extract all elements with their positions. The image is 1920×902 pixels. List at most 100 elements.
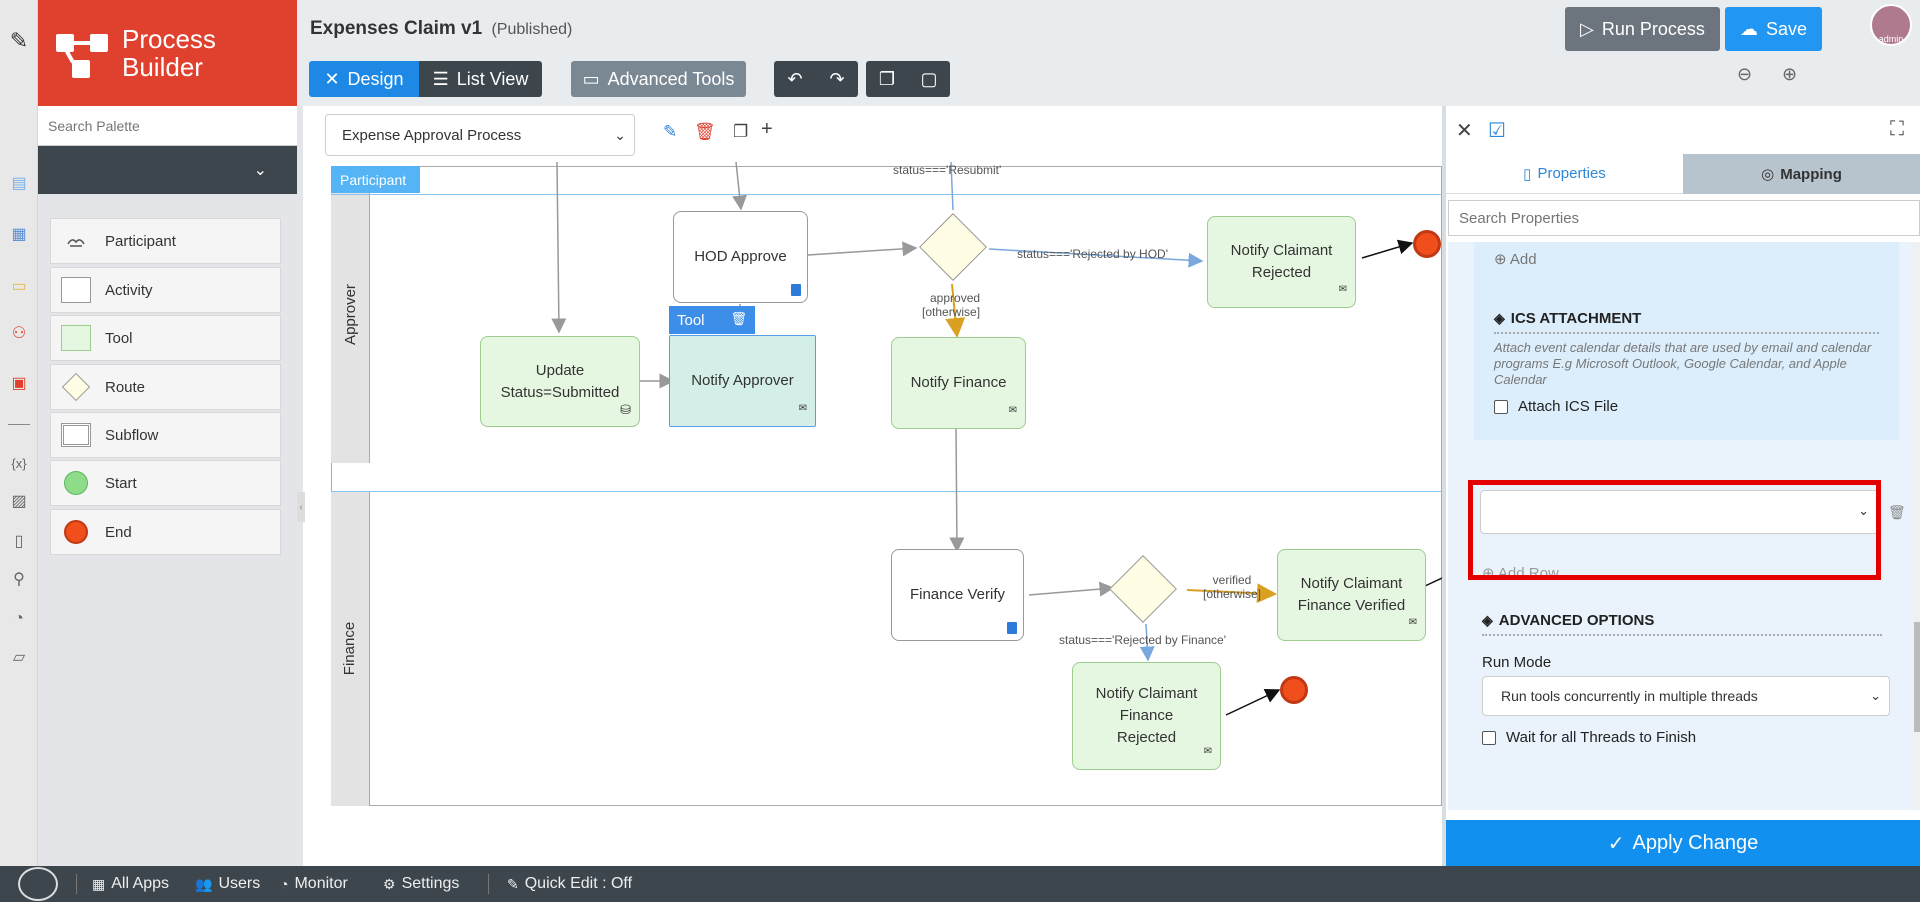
- delete-process-icon[interactable]: 🗑: [694, 122, 716, 141]
- quick-edit-toggle[interactable]: ✎Quick Edit : Off: [507, 875, 632, 893]
- wait-threads-checkbox-row[interactable]: Wait for all Threads to Finish: [1482, 729, 1696, 746]
- settings-link[interactable]: ⚙Settings: [383, 875, 459, 893]
- search-properties-input[interactable]: [1448, 200, 1920, 236]
- advanced-tools-button[interactable]: ▭ Advanced Tools: [571, 61, 746, 97]
- mapping-select[interactable]: ⌄: [1480, 490, 1878, 534]
- attach-ics-label: Attach ICS File: [1518, 398, 1619, 415]
- tab-mapping[interactable]: ◎ Mapping: [1683, 154, 1920, 194]
- userview-icon[interactable]: ▭: [11, 278, 27, 295]
- panel-scrollbar[interactable]: [1914, 242, 1920, 810]
- flow-to-end-1[interactable]: [1361, 239, 1414, 259]
- palette-search-input[interactable]: [38, 106, 297, 146]
- design-view-button[interactable]: ✕ Design: [309, 61, 419, 97]
- fullscreen-icon[interactable]: ⛶: [1890, 118, 1904, 140]
- apply-change-button[interactable]: ✓ Apply Change: [1446, 820, 1920, 866]
- attach-ics-checkbox[interactable]: [1494, 399, 1508, 414]
- users-link[interactable]: 👥Users: [195, 875, 260, 893]
- participant-pool[interactable]: [331, 166, 1442, 806]
- monitor-link[interactable]: ◔Monitor: [280, 875, 348, 893]
- paste-icon: ▢: [920, 68, 938, 89]
- plugin-icon[interactable]: ⚲: [13, 571, 25, 588]
- activity-finance-verify[interactable]: Finance Verify: [891, 549, 1024, 641]
- palette-item-end[interactable]: End: [50, 509, 281, 555]
- run-mode-select[interactable]: Run tools concurrently in multiple threa…: [1482, 676, 1890, 716]
- all-apps-link[interactable]: ▦All Apps: [92, 875, 169, 893]
- datalist-icon[interactable]: ▦: [11, 226, 27, 243]
- save-button[interactable]: ☁ Save: [1725, 7, 1822, 51]
- file-icon: ▯: [1523, 165, 1532, 183]
- run-process-button[interactable]: ▷ Run Process: [1565, 7, 1720, 51]
- flow-hod-to-gateway[interactable]: [807, 241, 918, 257]
- attach-ics-checkbox-row[interactable]: Attach ICS File: [1494, 398, 1618, 415]
- paste-button[interactable]: ▢: [908, 61, 950, 97]
- tool-notify-finance[interactable]: Notify Finance ✉: [891, 337, 1026, 429]
- resources-icon[interactable]: ▨: [11, 493, 27, 510]
- end-event-1[interactable]: [1413, 230, 1441, 258]
- palette-item-start[interactable]: Start: [50, 460, 281, 506]
- message-icon[interactable]: ▯: [14, 533, 24, 550]
- flow-to-end-2[interactable]: [1225, 688, 1281, 716]
- edit-process-icon[interactable]: ✎: [663, 122, 678, 141]
- flow-resubmit[interactable]: [950, 161, 954, 211]
- edit-app-icon[interactable]: ✎: [9, 28, 29, 53]
- copy-button[interactable]: ❐: [866, 61, 908, 97]
- palette-item-subflow[interactable]: Subflow: [50, 412, 281, 458]
- end-event-2[interactable]: [1280, 676, 1308, 704]
- undo-button[interactable]: ↶: [774, 61, 816, 97]
- design-canvas[interactable]: ‹ Expense Approval Process ⌄ ✎ 🗑 ❐ + App…: [297, 106, 1442, 866]
- flow-verify-to-gateway[interactable]: [1028, 581, 1115, 597]
- zoom-out-icon[interactable]: ⊖: [1737, 64, 1753, 84]
- tool-notify-approver[interactable]: Notify Approver ✉: [669, 335, 816, 427]
- flow-rejected-hod[interactable]: [988, 248, 1204, 268]
- report-icon[interactable]: ▣: [11, 375, 27, 392]
- flow-into-update-status[interactable]: [551, 161, 567, 334]
- canvas-splitter: [297, 106, 303, 866]
- process-select[interactable]: Expense Approval Process ⌄: [325, 114, 635, 156]
- palette-item-tool[interactable]: Tool: [50, 315, 281, 361]
- delete-row-icon[interactable]: 🗑: [1888, 504, 1906, 520]
- palette-item-participant[interactable]: Participant: [50, 218, 281, 264]
- redo-button[interactable]: ↷: [816, 61, 858, 97]
- checkbox-confirm-icon[interactable]: ☑: [1488, 120, 1506, 142]
- flow-verified[interactable]: [1186, 583, 1277, 604]
- collapse-palette-handle[interactable]: ‹: [297, 492, 305, 522]
- process-icon[interactable]: ⚇: [11, 325, 27, 342]
- status-badge: (Published): [491, 21, 573, 38]
- flow-approved[interactable]: [945, 283, 966, 338]
- form-doc-icon: [791, 284, 801, 296]
- panel-header: ✕ ☑ ⛶: [1446, 106, 1920, 154]
- zoom-in-icon[interactable]: ⊕: [1782, 64, 1798, 84]
- flow-into-hod-approve[interactable]: [732, 161, 748, 211]
- add-process-icon[interactable]: +: [761, 118, 773, 140]
- lane-approver[interactable]: Approver: [331, 166, 370, 463]
- activity-hod-approve[interactable]: HOD Approve: [673, 211, 808, 303]
- form-icon[interactable]: ▤: [11, 175, 27, 192]
- close-icon[interactable]: ✕: [1456, 120, 1473, 142]
- chevron-down-icon: ⌄: [253, 162, 267, 179]
- lane-finance[interactable]: Finance: [331, 491, 370, 806]
- participant-tag[interactable]: Participant: [331, 166, 420, 193]
- trash-icon[interactable]: 🗑: [730, 311, 747, 326]
- notes-icon[interactable]: ▱: [12, 649, 26, 666]
- layers-icon: ◈: [1482, 612, 1493, 628]
- palette-item-route[interactable]: Route: [50, 364, 281, 410]
- avatar[interactable]: admin: [1870, 4, 1912, 46]
- joget-logo-icon[interactable]: [18, 867, 58, 901]
- flow-to-finance-verify[interactable]: [949, 427, 965, 553]
- performance-icon[interactable]: ◔: [14, 610, 24, 627]
- flow-rejected-finance[interactable]: [1139, 623, 1155, 662]
- palette-category-dropdown[interactable]: ⌄: [38, 146, 297, 194]
- variables-icon[interactable]: {x}: [11, 455, 27, 471]
- flow-to-end-3[interactable]: [1424, 577, 1442, 587]
- scrollbar-thumb[interactable]: [1914, 622, 1920, 732]
- list-view-button[interactable]: ☰ List View: [419, 61, 542, 97]
- duplicate-process-icon[interactable]: ❐: [733, 122, 749, 141]
- palette-item-activity[interactable]: Activity: [50, 267, 281, 313]
- wait-threads-checkbox[interactable]: [1482, 730, 1496, 745]
- add-link[interactable]: ⊕ Add: [1494, 250, 1537, 268]
- tab-properties[interactable]: ▯ Properties: [1446, 154, 1683, 194]
